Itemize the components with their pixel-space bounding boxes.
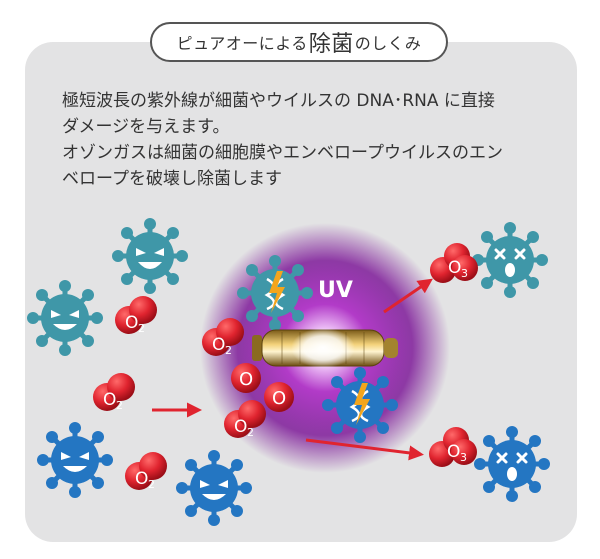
o2-molecule: O 2 xyxy=(93,373,135,412)
dead-virus-icon xyxy=(474,426,550,502)
o3-subscript: 3 xyxy=(461,267,468,280)
page-title: ピュアオーによる除菌のしくみ xyxy=(150,22,448,62)
title-suffix: のしくみ xyxy=(354,34,422,53)
o2-subscript: 2 xyxy=(116,399,123,412)
uv-label: UV xyxy=(318,278,353,303)
o2-subscript: 2 xyxy=(225,344,232,357)
virus-blue-icon xyxy=(176,450,252,526)
o-symbol: O xyxy=(272,388,286,409)
o2-molecule: O 2 xyxy=(202,318,244,357)
oxygen-atom: O xyxy=(264,382,294,412)
virus-teal-icon xyxy=(27,280,103,356)
description: 極短波長の紫外線が細菌やウイルスの DNA･RNA に直接 ダメージを与えます。… xyxy=(62,88,542,192)
arrow xyxy=(305,438,424,461)
o3-symbol: O xyxy=(448,258,461,278)
virus-teal-icon xyxy=(237,255,313,331)
o-symbol: O xyxy=(239,369,253,390)
o3-molecule: O 3 xyxy=(430,243,478,283)
o2-subscript: 2 xyxy=(138,322,145,335)
o2-molecule: O 2 xyxy=(115,296,157,335)
virus-teal-icon xyxy=(112,218,188,294)
o2-molecule: O 2 xyxy=(224,400,266,439)
description-line: ダメージを与えます。 xyxy=(62,117,230,137)
title-emphasis: 除菌 xyxy=(308,32,354,57)
description-line: ベロープを破壊し除菌します xyxy=(62,169,282,189)
title-prefix: ピュアオーによる xyxy=(176,34,308,53)
description-line: 極短波長の紫外線が細菌やウイルスの DNA･RNA に直接 xyxy=(62,91,495,111)
o2-subscript: 2 xyxy=(247,426,254,439)
arrow xyxy=(383,278,433,314)
o3-molecule: O 3 xyxy=(429,427,477,467)
o2-symbol: O xyxy=(212,335,225,355)
o2-molecule: O 2 xyxy=(125,452,167,491)
o2-symbol: O xyxy=(234,417,247,437)
dna-lightning-icon xyxy=(349,383,371,425)
o3-subscript: 3 xyxy=(460,451,467,464)
dead-virus-icon xyxy=(472,222,548,298)
uv-lamp-icon xyxy=(252,328,398,368)
o2-symbol: O xyxy=(103,390,116,410)
description-line: オゾンガスは細菌の細胞膜やエンベロープウイルスのエン xyxy=(62,143,503,163)
virus-blue-icon xyxy=(322,367,398,443)
o2-symbol: O xyxy=(125,313,138,333)
o3-symbol: O xyxy=(447,442,460,462)
o2-subscript: 2 xyxy=(148,478,155,491)
virus-blue-icon xyxy=(37,422,113,498)
dna-lightning-icon xyxy=(264,271,286,313)
oxygen-atom: O xyxy=(231,363,261,393)
o2-symbol: O xyxy=(135,469,148,489)
